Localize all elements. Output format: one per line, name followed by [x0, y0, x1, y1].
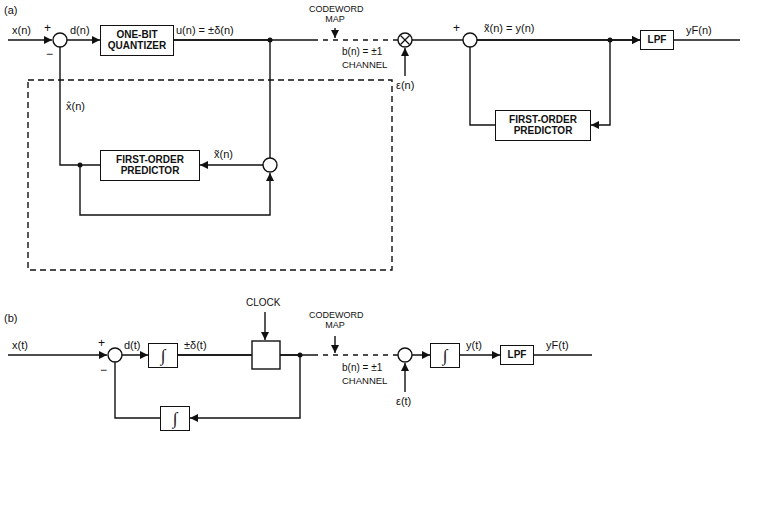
- input-wire: [8, 354, 107, 355]
- box-text: LPF: [505, 349, 529, 361]
- signal-label: +: [98, 337, 105, 351]
- signal-label: yF(t): [546, 339, 569, 352]
- signal-label: +: [453, 22, 460, 36]
- signal-label: (a): [4, 4, 17, 17]
- junction-dot: [608, 38, 613, 43]
- signal-label: b(n) = ±1: [342, 46, 382, 58]
- signal-label: y(t): [466, 339, 482, 352]
- signal-label: ε(t): [396, 395, 411, 408]
- summing-junction: [108, 348, 122, 362]
- integrator-box: ∫: [160, 406, 190, 431]
- summing-junction: [263, 158, 277, 172]
- process-box: FIRST-ORDER PREDICTOR: [495, 110, 591, 141]
- signal-connector: [178, 355, 300, 418]
- encoder-boundary: [28, 80, 392, 270]
- signal-label: x̃(n): [214, 148, 233, 161]
- process-box: LPF: [640, 30, 674, 50]
- signal-label: −: [46, 48, 53, 62]
- signal-label: yF(n): [686, 24, 712, 37]
- signal-label: CODEWORD MAP: [309, 4, 361, 25]
- signal-label: +: [44, 22, 51, 36]
- error-arrow: [404, 48, 405, 76]
- box-text: ∫: [435, 347, 455, 364]
- signal-label: CHANNEL: [342, 376, 387, 387]
- signal-label: CLOCK: [246, 297, 280, 309]
- process-box: FIRST-ORDER PREDICTOR: [100, 150, 200, 181]
- feedback-wire: [591, 40, 610, 125]
- process-box: LPF: [500, 345, 534, 365]
- signal-connector: [174, 40, 270, 165]
- integrator-box: ∫: [430, 343, 460, 368]
- codeword-arrow: [334, 336, 335, 353]
- summing-junction: [53, 33, 67, 47]
- error-arrow: [404, 363, 405, 392]
- signal-label: ε(n): [396, 79, 414, 92]
- junction-dot: [298, 353, 303, 358]
- signal-label: CHANNEL: [342, 60, 387, 71]
- clock-arrow: [264, 312, 265, 340]
- channel-gap: [318, 354, 395, 357]
- box-text: ∫: [165, 410, 185, 427]
- codeword-arrow: [334, 28, 335, 38]
- junction-dot: [268, 38, 273, 43]
- summing-junction: [463, 33, 477, 47]
- signal-connector: [60, 40, 100, 165]
- signal-label: −: [100, 364, 107, 378]
- box-text: FIRST-ORDER PREDICTOR: [500, 114, 586, 137]
- summing-junction: [398, 348, 412, 362]
- signal-label: ±δ(t): [184, 339, 207, 352]
- box-text: ∫: [153, 347, 173, 364]
- box-text: FIRST-ORDER PREDICTOR: [105, 154, 195, 177]
- signal-label: CODEWORD MAP: [309, 310, 361, 331]
- signal-label: x̃(n) = y(n): [484, 22, 534, 35]
- box-text: LPF: [645, 34, 669, 46]
- output-wire: [674, 39, 740, 40]
- signal-label: x̂(n): [66, 100, 85, 113]
- signal-label: x(t): [12, 339, 28, 352]
- signal-label: d(n): [70, 24, 90, 37]
- input-wire: [8, 39, 52, 40]
- signal-label: d(t): [124, 339, 141, 352]
- signal-label: x(n): [12, 24, 31, 37]
- channel-gap: [318, 39, 395, 42]
- process-box: ONE-BIT QUANTIZER: [100, 25, 174, 56]
- signal-label: u(n) = ±δ(n): [176, 24, 234, 37]
- multiplier-junction: [398, 33, 412, 47]
- integrator-box: ∫: [148, 343, 178, 368]
- box-text: ONE-BIT QUANTIZER: [105, 29, 169, 52]
- signal-label: (b): [4, 312, 17, 325]
- junction-dot: [78, 163, 83, 168]
- multiply-mark: [401, 36, 410, 45]
- output-wire: [534, 354, 592, 355]
- multiply-mark: [401, 36, 410, 45]
- sampler-switch: [252, 341, 280, 369]
- signal-connector: [460, 354, 500, 355]
- signal-label: b(n) = ±1: [342, 362, 382, 374]
